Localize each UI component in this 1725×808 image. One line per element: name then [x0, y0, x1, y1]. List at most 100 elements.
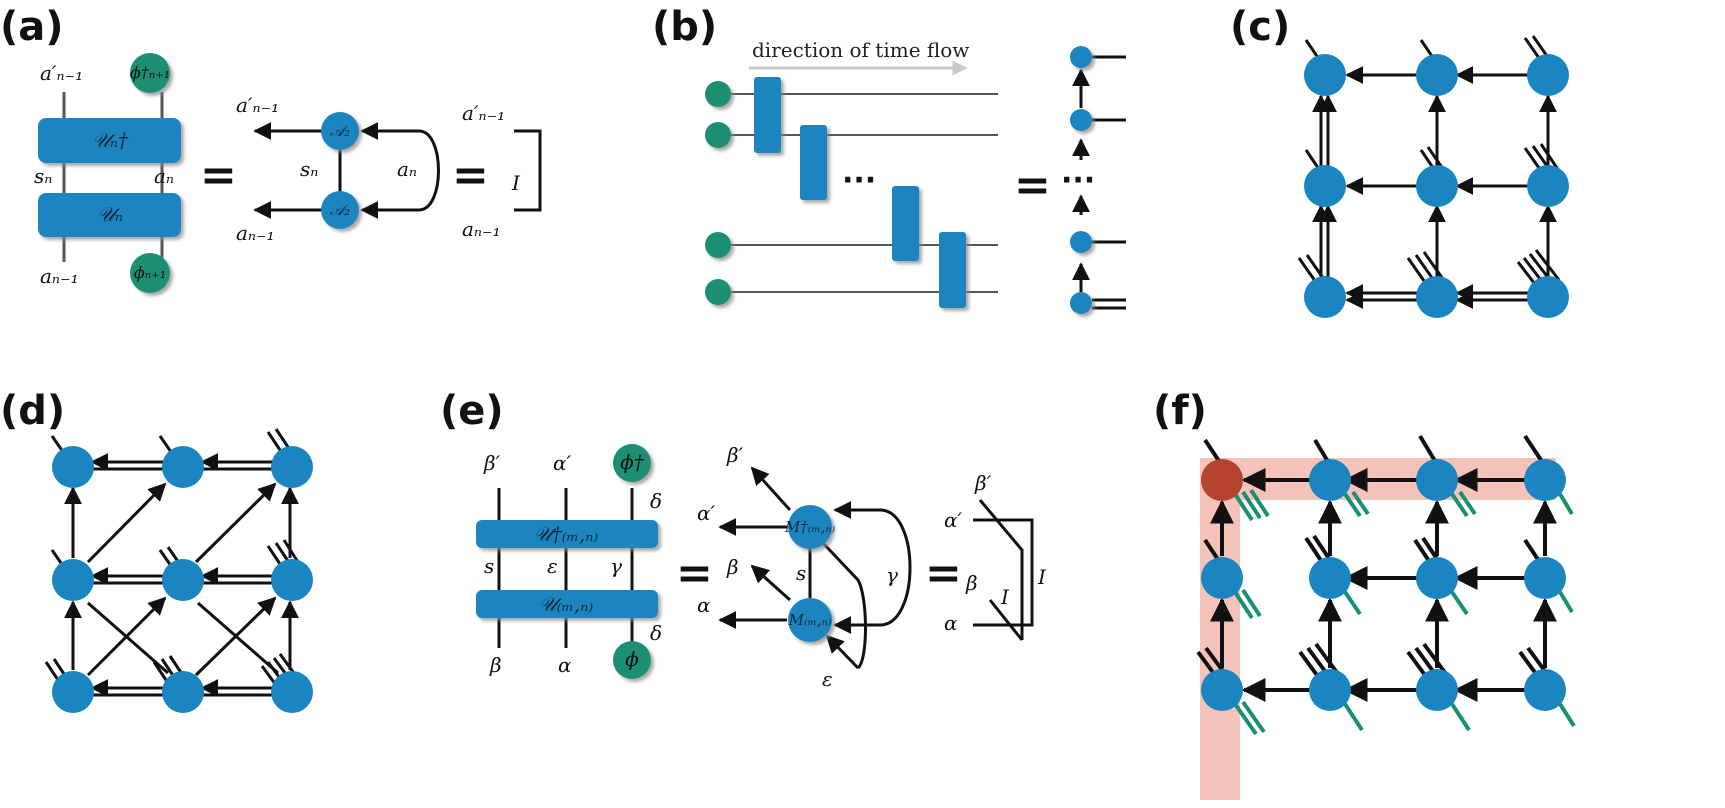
- panel-c-label: (c): [1230, 4, 1290, 50]
- identity-top-label: a′ₙ₋₁: [462, 101, 505, 125]
- panel-e-label: (e): [440, 388, 504, 434]
- gate-e-label: 𝒰₍ₘ,ₙ₎: [539, 592, 594, 616]
- e-mid-leg-1: s: [484, 554, 494, 578]
- f-node-2-3: [1416, 557, 1458, 599]
- c-node-3-2: [1416, 276, 1458, 318]
- node-a2-bottom-label: 𝒜₂: [330, 201, 350, 219]
- f-node-2-2: [1309, 557, 1351, 599]
- e-arrow-label-3: β: [726, 555, 739, 579]
- gate-b-4: [939, 232, 966, 308]
- gate-u-dagger: [38, 118, 181, 163]
- equals-b: =: [1014, 160, 1051, 211]
- panel-a: (a) 𝒰ₙ† 𝒰ₙ ϕ†ₙ₊₁ ϕₙ₊₁ a′ₙ₋₁ aₙ₋₁ sₙ aₙ =: [0, 4, 542, 293]
- f-node-3-3: [1416, 669, 1458, 711]
- identity-bottom-label: aₙ₋₁: [462, 217, 501, 241]
- arrow-top-label: a′ₙ₋₁: [236, 93, 279, 117]
- c-node-1-3: [1527, 54, 1569, 96]
- dots-mps: ···: [1061, 163, 1095, 198]
- e-mid-leg-2: ε: [547, 554, 558, 578]
- f-node-3-1: [1201, 669, 1243, 711]
- phi-e: [613, 641, 651, 679]
- f-node-2-1: [1201, 557, 1243, 599]
- e-contraction-lines: [718, 466, 912, 670]
- phi-e-dagger-label: ϕ†: [620, 450, 645, 474]
- f-node-3-2: [1309, 669, 1351, 711]
- phi-e-label: ϕ: [625, 647, 639, 671]
- arrow-bottom-label: aₙ₋₁: [236, 221, 275, 245]
- gate-e: [476, 590, 658, 618]
- panel-b-label: (b): [652, 4, 717, 50]
- f-horizontal-arrows: [1241, 468, 1525, 702]
- dots-gates: ···: [842, 163, 876, 198]
- mps-node-2: [1070, 109, 1092, 131]
- f-node-2-4: [1524, 557, 1566, 599]
- label-s-n: sₙ: [34, 164, 52, 188]
- e-legs: [497, 488, 634, 648]
- f-node-origin: [1201, 459, 1243, 501]
- panel-a-label: (a): [0, 4, 64, 50]
- loop-label: aₙ: [397, 157, 417, 181]
- d-node-2-1: [52, 559, 94, 601]
- equals-e-2: =: [925, 548, 962, 599]
- c-node-2-1: [1304, 165, 1346, 207]
- d-node-2-2: [162, 559, 204, 601]
- phi-e-dagger: [613, 444, 651, 482]
- e-epsilon-label: ε: [822, 667, 833, 691]
- e-identity-I-outer: I: [1037, 565, 1047, 589]
- c-node-1-1: [1304, 54, 1346, 96]
- panel-e: (e) 𝒰†₍ₘ,ₙ₎ 𝒰₍ₘ,ₙ₎ ϕ† ϕ β′ α′ δ s ε γ β …: [440, 388, 1047, 691]
- e-bottom-leg-2: α: [558, 653, 572, 677]
- identity-label: I: [511, 171, 521, 195]
- c-node-3-1: [1304, 276, 1346, 318]
- f-node-1-4: [1524, 459, 1566, 501]
- d-node-3-3: [271, 671, 313, 713]
- gate-u-dagger-label: 𝒰ₙ†: [92, 128, 129, 152]
- label-a-bottom: aₙ₋₁: [40, 264, 79, 288]
- state-4: [705, 279, 731, 305]
- c-node-2-2: [1416, 165, 1458, 207]
- phi-dagger-circle: [130, 53, 170, 93]
- mps-node-4: [1070, 292, 1092, 314]
- vertical-label: sₙ: [300, 157, 318, 181]
- phi-circle: [130, 253, 170, 293]
- node-m: [788, 598, 832, 642]
- state-1: [705, 81, 731, 107]
- gate-b-1: [754, 77, 781, 153]
- phi-dagger-label: ϕ†ₙ₊₁: [130, 63, 170, 82]
- state-3: [705, 232, 731, 258]
- phi-label: ϕₙ₊₁: [134, 263, 166, 282]
- time-flow-label: direction of time flow: [752, 38, 969, 62]
- label-a-n: aₙ: [154, 164, 174, 188]
- state-2: [705, 122, 731, 148]
- e-arrow-label-4: α: [697, 593, 711, 617]
- e-mid-leg-3: γ: [610, 554, 622, 578]
- e-arrow-label-2: α′: [697, 501, 716, 525]
- e-identity-I-inner: I: [1000, 585, 1010, 609]
- e-vertical-label: s: [796, 561, 806, 585]
- label-a-prime: a′ₙ₋₁: [40, 61, 83, 85]
- equals-a-1: =: [200, 150, 237, 201]
- e-identity-label-1: β′: [974, 471, 992, 495]
- identity-bracket: [514, 129, 542, 212]
- d-node-3-2: [162, 671, 204, 713]
- node-a2-top: [321, 112, 359, 150]
- panel-c: (c): [1230, 4, 1569, 318]
- panel-d: (d): [0, 388, 313, 713]
- d-node-1-3: [271, 446, 313, 488]
- c-node-2-3: [1527, 165, 1569, 207]
- f-physical-legs: [1233, 488, 1576, 736]
- e-bottom-leg-1: β: [489, 653, 502, 677]
- f-node-3-4: [1524, 669, 1566, 711]
- d-node-1-2: [162, 446, 204, 488]
- f-node-1-3: [1416, 459, 1458, 501]
- d-vertical-arrows: [64, 486, 299, 670]
- e-loop-label: γ: [886, 563, 898, 587]
- node-m-dagger: [788, 505, 832, 549]
- equals-a-2: =: [452, 150, 489, 201]
- loop-a-curve: [418, 129, 440, 212]
- gate-e-dagger-label: 𝒰†₍ₘ,ₙ₎: [534, 522, 599, 546]
- e-top-leg-1: β′: [483, 451, 501, 475]
- gate-e-dagger: [476, 520, 658, 548]
- mps-node-1: [1070, 46, 1092, 68]
